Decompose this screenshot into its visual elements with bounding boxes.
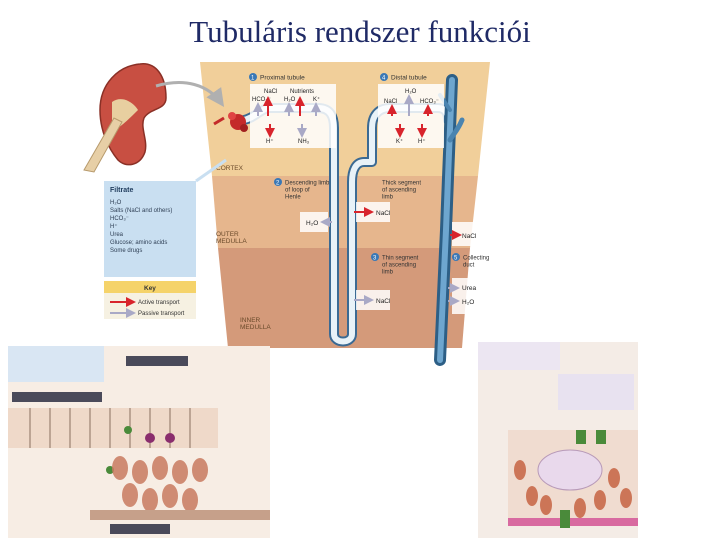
thick-segment-label-2: of ascending [382, 188, 416, 194]
proximal-item-nutrients: Nutrients [290, 89, 314, 95]
zone-outer-medulla-2: MEDULLA [216, 238, 247, 245]
segment-3-label-3: limb [382, 270, 394, 276]
segment-5-label-1: Collecting [463, 256, 489, 262]
segment-5-badge [452, 253, 460, 261]
proximal-item-h2o: H₂O [284, 97, 296, 103]
filtrate-item: Salts (NaCl and others) [110, 208, 172, 214]
filtrate-item: H⁺ [110, 223, 118, 230]
glomerulus-icon [213, 112, 248, 132]
segment-3-label-2: of ascending [382, 263, 416, 269]
segment-2-label-1: Descending limb [285, 181, 330, 187]
thin-ascending-item-nacl: NaCl [376, 298, 391, 305]
distal-item-hco3: HCO₃⁻ [420, 99, 439, 105]
segment-4-badge [380, 73, 388, 81]
key-passive: Passive transport [138, 311, 185, 317]
distal-item-h2o: H₂O [405, 89, 417, 95]
segment-1-label: Proximal tubule [260, 75, 305, 82]
key-title: Key [144, 285, 156, 292]
segment-2-badge [274, 178, 282, 186]
segment-1-num: 1 [251, 76, 255, 82]
collecting-urea-h2o-box [452, 278, 488, 314]
thick-segment-label-1: Thick segment [382, 181, 421, 187]
distal-item-nacl: NaCl [384, 99, 397, 105]
proximal-item-k: K⁺ [313, 96, 320, 103]
collecting-item-urea: Urea [462, 285, 476, 292]
filtrate-panel [104, 181, 196, 277]
distal-item-h: H⁺ [418, 138, 426, 145]
filtrate-item: Some drugs [110, 248, 142, 254]
thick-item-nacl: NaCl [376, 210, 391, 217]
page-title: Tubuláris rendszer funkciói [189, 14, 531, 49]
key-header [104, 281, 196, 293]
key-active: Active transport [138, 300, 180, 306]
filtrate-item: Urea [110, 232, 124, 238]
segment-3-num: 3 [373, 256, 377, 262]
collecting-item-h2o: H₂O [462, 299, 474, 306]
filtrate-title: Filtrate [110, 187, 133, 194]
segment-3-label-1: Thin segment [382, 256, 419, 262]
kidney-icon [83, 63, 167, 173]
filtrate-item: HCO₃⁻ [110, 216, 129, 222]
segment-2-label-3: Henle [285, 195, 301, 201]
segment-5-num: 5 [454, 256, 458, 262]
proximal-item-h: H⁺ [266, 138, 274, 145]
segment-2-label-2: of loop of [285, 188, 310, 194]
curved-arrow-icon [155, 81, 225, 107]
key-body [104, 293, 196, 319]
thick-segment-label-3: limb [382, 195, 394, 201]
zone-cortex: CORTEX [216, 165, 244, 172]
segment-1-badge [249, 73, 257, 81]
proximal-item-hco3: HCO₃⁻ [252, 97, 271, 103]
zone-inner-medulla-2: MEDULLA [240, 324, 271, 331]
bottom-right-cell-figure [478, 342, 638, 538]
proximal-item-nh3: NH₃ [298, 139, 310, 145]
segment-4-num: 4 [382, 76, 386, 82]
zone-outer-medulla-1: OUTER [216, 231, 239, 238]
collecting-item-nacl: NaCl [462, 233, 477, 240]
outer-medulla-zone [212, 176, 478, 248]
filtrate-item: Glucose; amino acids [110, 240, 167, 246]
filtrate-item: H₂O [110, 200, 122, 206]
descending-item-h2o: H₂O [306, 220, 318, 227]
bottom-left-cell-figure [8, 346, 270, 538]
zone-inner-medulla-1: INNER [240, 317, 261, 324]
segment-5-label-2: duct [463, 263, 475, 269]
segment-2-num: 2 [276, 181, 280, 187]
inner-medulla-zone [218, 248, 470, 348]
proximal-item-nacl: NaCl [264, 89, 277, 95]
segment-4-label: Distal tubule [391, 75, 427, 82]
distal-item-k: K⁺ [396, 138, 403, 145]
proximal-transport-box [250, 84, 336, 148]
segment-3-badge [371, 253, 379, 261]
